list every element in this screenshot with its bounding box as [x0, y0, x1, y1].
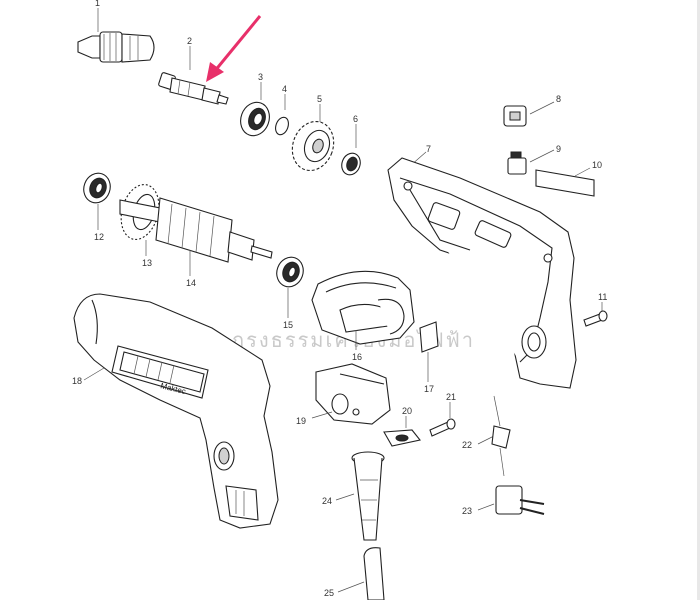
- part-14-armature: [119, 197, 273, 276]
- part-number-24: 24: [322, 496, 332, 506]
- part-number-3: 3: [258, 72, 263, 82]
- part-number-23: 23: [462, 506, 472, 516]
- part-15-ball-bearing: [276, 256, 304, 318]
- part-number-14: 14: [186, 278, 196, 288]
- part-4-retaining-ring: [275, 94, 289, 136]
- part-number-18: 18: [72, 376, 82, 386]
- pointer-arrow: [206, 15, 262, 82]
- part-20-cord-clamp: [383, 416, 421, 447]
- part-number-12: 12: [94, 232, 104, 242]
- part-21-screw: [429, 402, 456, 437]
- part-11-screw: [583, 302, 608, 327]
- part-9-carbon-brush: [507, 149, 555, 175]
- part-19-switch: [311, 363, 391, 425]
- part-number-22: 22: [462, 440, 472, 450]
- part-number-10: 10: [592, 160, 602, 170]
- part-6-bearing: [341, 124, 361, 176]
- part-number-6: 6: [353, 114, 358, 124]
- part-25-power-cord: [337, 547, 385, 600]
- part-number-11: 11: [598, 292, 607, 302]
- part-18-handle-housing: Maktec: [73, 293, 279, 529]
- part-23-capacitor: [477, 485, 545, 515]
- part-number-8: 8: [556, 94, 561, 104]
- part-5-gear: [291, 104, 335, 172]
- part-12-ball-bearing: [83, 172, 111, 230]
- part-10-name-plate: [535, 167, 595, 197]
- part-2-spindle: [158, 46, 229, 105]
- part-number-4: 4: [282, 84, 287, 94]
- part-number-15: 15: [283, 320, 293, 330]
- part-3-ball-bearing: [240, 82, 270, 137]
- part-number-21: 21: [446, 392, 456, 402]
- part-number-5: 5: [317, 94, 322, 104]
- part-16-field: [311, 270, 415, 350]
- part-17-insulation-plate: [419, 321, 439, 382]
- part-number-13: 13: [142, 258, 152, 268]
- part-number-20: 20: [402, 406, 412, 416]
- part-24-strain-relief: [335, 451, 385, 541]
- part-number-19: 19: [296, 416, 306, 426]
- part-number-17: 17: [424, 384, 434, 394]
- part-1-drill-chuck: [77, 8, 155, 63]
- part-number-16: 16: [352, 352, 362, 362]
- part-number-9: 9: [556, 144, 561, 154]
- part-7-gear-housing: [387, 151, 577, 389]
- part-number-2: 2: [187, 36, 192, 46]
- right-edge: [697, 0, 700, 600]
- part-22-noise-suppressor: [477, 395, 511, 477]
- part-number-7: 7: [426, 144, 431, 154]
- part-number-25: 25: [324, 588, 334, 598]
- part-8-brush-cap: [503, 101, 555, 127]
- part-number-1: 1: [95, 0, 100, 8]
- part-number-labels: 1 2 3 4 5 6 7 8 9 10 11 12 13 14 15 16 1…: [72, 0, 607, 598]
